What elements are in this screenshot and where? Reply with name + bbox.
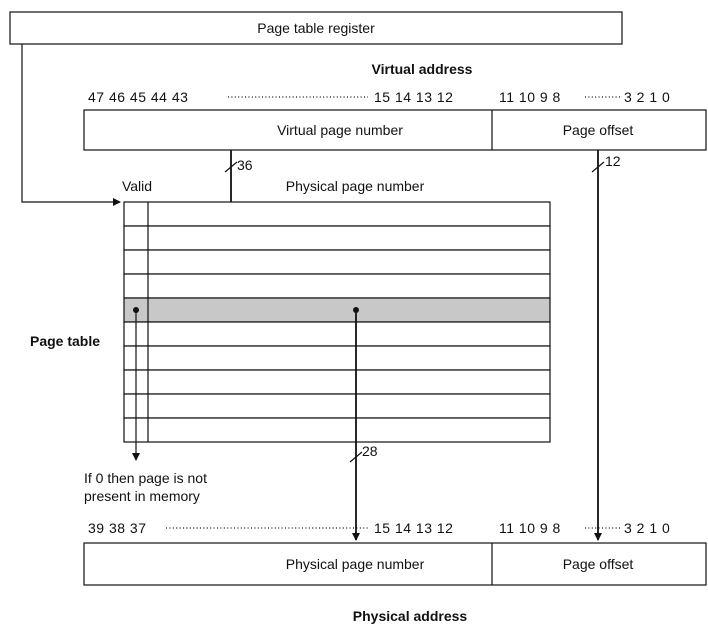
page-table [123,201,551,443]
va-page-offset-label: Page offset [563,122,634,138]
valid-column-header: Valid [122,178,152,194]
page-table-row [123,249,551,275]
virtual-address-title: Virtual address [372,61,473,77]
offset-width-slash [591,161,605,173]
ppn-width-label: 28 [362,443,378,459]
vpn-width-slash [224,161,238,173]
virtual-address-bit-numbers: 47 46 45 44 43 15 14 13 12 11 10 9 8 3 2… [88,89,670,105]
valid-note-line-2: present in memory [84,488,200,504]
va-bits-offset-low: 3 2 1 0 [624,89,670,105]
page-table-row [123,417,551,443]
va-bits-high: 47 46 45 44 43 [88,89,188,105]
page-table-row [123,369,551,395]
virtual-address-box [83,109,707,151]
pa-bits-mid: 15 14 13 12 [374,520,453,536]
physical-address-register: Physical page number Page offset [83,542,707,586]
virtual-page-number-label: Virtual page number [277,122,403,138]
page-table-row [123,345,551,371]
physical-page-number-header: Physical page number [286,178,425,194]
va-bits-offset-high: 11 10 9 8 [499,89,561,105]
page-table-row [123,321,551,347]
va-bits-mid: 15 14 13 12 [374,89,453,105]
physical-address-title: Physical address [353,608,468,624]
page-table-register-box [9,11,623,45]
virtual-address-register: Virtual page number Page offset [83,109,707,151]
page-table-register-label: Page table register [257,20,375,36]
vpn-width-label: 36 [237,157,253,173]
pa-page-offset-label: Page offset [563,556,634,572]
page-table-row [123,273,551,299]
page-table-row [123,225,551,251]
valid-bit-dot [133,307,139,313]
valid-note-line-1: If 0 then page is not [84,470,207,486]
pa-bits-high: 39 38 37 [88,520,147,536]
ppn-width-slash [349,451,363,463]
register-pointer-arrow [21,44,121,206]
page-table-title: Page table [30,333,100,349]
physical-address-bit-numbers: 39 38 37 15 14 13 12 11 10 9 8 3 2 1 0 [88,520,670,536]
physical-address-box [83,542,707,586]
page-table-row-selected [123,297,551,323]
page-table-register: Page table register [9,11,623,45]
pa-bits-offset-high: 11 10 9 8 [499,520,561,536]
pa-physical-page-number-label: Physical page number [286,556,425,572]
ppn-dot [353,307,359,313]
offset-width-label: 12 [605,153,621,169]
pa-bits-offset-low: 3 2 1 0 [624,520,670,536]
page-table-row [123,201,551,227]
page-table-row [123,393,551,419]
